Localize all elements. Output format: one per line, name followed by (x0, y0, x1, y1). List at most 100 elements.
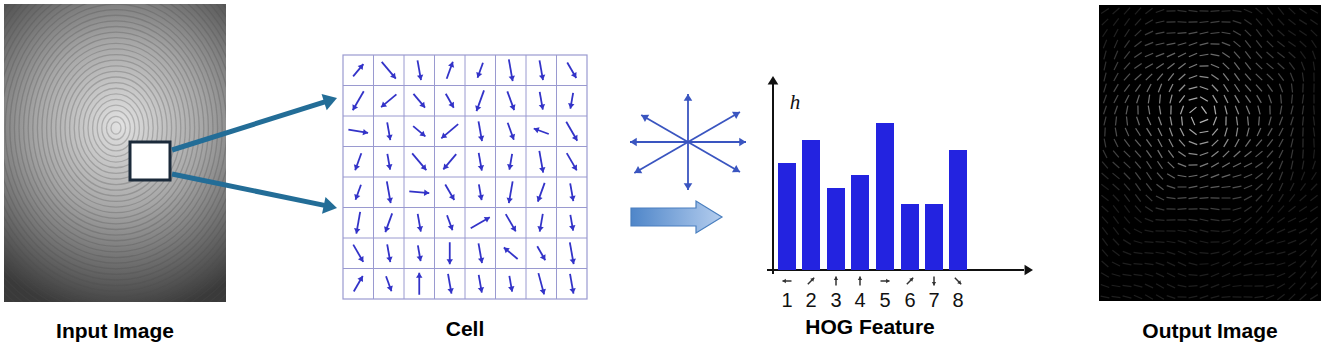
hog-glyph (1288, 240, 1296, 243)
hog-glyph (1200, 142, 1209, 144)
hog-glyph (1178, 219, 1187, 220)
hog-glyph (1102, 19, 1108, 25)
hog-glyph (1267, 84, 1272, 91)
hog-glyph (1256, 217, 1262, 224)
hog-glyph (1222, 208, 1231, 209)
hog-glyph (1255, 285, 1264, 287)
hog-glyph (1269, 117, 1271, 126)
hog-glyph (1102, 173, 1109, 179)
hog-glyph (1256, 85, 1262, 92)
hog-glyph (1311, 260, 1316, 267)
panel-caption: HOG Feature (805, 314, 935, 339)
hog-glyph (1135, 172, 1140, 179)
ridge (4, 4, 226, 302)
hog-glyph (1189, 230, 1198, 232)
hog-glyph (1134, 63, 1141, 68)
hog-glyph (1233, 240, 1241, 245)
hog-glyph (1245, 74, 1251, 81)
hog-glyph (1167, 63, 1174, 69)
hog-glyph (1159, 95, 1161, 104)
hog-glyph (1302, 161, 1304, 170)
arrow-head (537, 226, 543, 232)
hog-glyph (1302, 128, 1304, 137)
hog-glyph (1291, 150, 1293, 159)
hog-glyph (1313, 128, 1314, 137)
hog-glyph (1310, 217, 1317, 222)
arrow-line (381, 94, 396, 107)
hog-glyph (1313, 161, 1316, 170)
y-axis (772, 84, 774, 274)
hog-glyph (1278, 7, 1284, 14)
hog-glyph (1289, 52, 1296, 58)
hog-glyph (1112, 274, 1121, 276)
grid-line (556, 55, 557, 299)
hog-glyph (1145, 284, 1153, 288)
hog-glyph (1311, 228, 1318, 234)
hog-glyph (1124, 139, 1129, 146)
hog-glyph (1114, 51, 1118, 59)
ridge (4, 4, 226, 302)
hog-glyph (1235, 95, 1240, 103)
direction-star (630, 94, 746, 190)
grid-line (343, 207, 587, 208)
arrow-head (384, 226, 390, 232)
hog-glyph (1225, 128, 1228, 137)
hog-glyph (1233, 197, 1242, 199)
panel-caption: Cell (446, 316, 485, 341)
histogram-bar (901, 204, 919, 270)
hog-glyph (1169, 128, 1172, 136)
hog-glyph (1236, 128, 1238, 137)
arrow-head (957, 280, 961, 284)
hog-glyph (1103, 150, 1107, 158)
hog-glyph (1311, 249, 1316, 256)
hog-glyph (1146, 74, 1152, 80)
hog-glyph (1212, 85, 1218, 91)
hog-glyph (1246, 106, 1249, 114)
histogram-bar (778, 163, 796, 270)
hog-glyph (1267, 205, 1272, 212)
connector-head (322, 94, 337, 110)
bin-number: 6 (904, 290, 915, 310)
hog-glyph (1302, 106, 1303, 115)
arrow-head (357, 276, 363, 282)
ridge (37, 32, 194, 224)
hog-glyph (1102, 217, 1108, 224)
hog-glyph (1233, 10, 1242, 11)
hog-glyph (1147, 117, 1151, 125)
arrow-head (810, 278, 814, 282)
hog-glyph (1156, 284, 1164, 288)
hog-glyph (1124, 194, 1129, 201)
hog-glyph (1269, 106, 1270, 115)
hog-glyph (1135, 74, 1142, 80)
output-image-panel: Output Image (1099, 4, 1321, 346)
hog-glyph (1167, 208, 1176, 209)
hog-glyph (1280, 95, 1282, 104)
hog-glyph (1278, 63, 1285, 69)
hog-glyph (1211, 43, 1220, 44)
hog-glyph (1167, 284, 1175, 288)
hog-glyph (1200, 43, 1209, 45)
grid-line (343, 177, 587, 178)
hog-glyph (1223, 151, 1229, 157)
hog-glyph (1114, 139, 1118, 147)
hog-glyph (1244, 19, 1251, 24)
hog-glyph (1167, 230, 1176, 232)
hog-glyph (1291, 84, 1292, 93)
hog-glyph (1290, 73, 1293, 81)
hog-glyph (1135, 30, 1142, 36)
hog-glyph (1300, 294, 1307, 300)
hog-glyph (1267, 162, 1273, 169)
hog-glyph (1113, 205, 1119, 212)
hog-glyph (1145, 252, 1154, 254)
arrow-head (539, 167, 545, 173)
hog-glyph (1300, 261, 1306, 267)
hog-glyph (1225, 117, 1226, 126)
hog-glyph (1201, 106, 1206, 113)
hog-glyph (1256, 140, 1262, 147)
hog-glyph (1189, 21, 1198, 22)
hog-glyph (1200, 97, 1208, 102)
hog-glyph (1288, 19, 1295, 24)
hog-glyph (1148, 95, 1149, 104)
arrow-line (353, 91, 364, 110)
hog-glyph (1179, 140, 1185, 147)
